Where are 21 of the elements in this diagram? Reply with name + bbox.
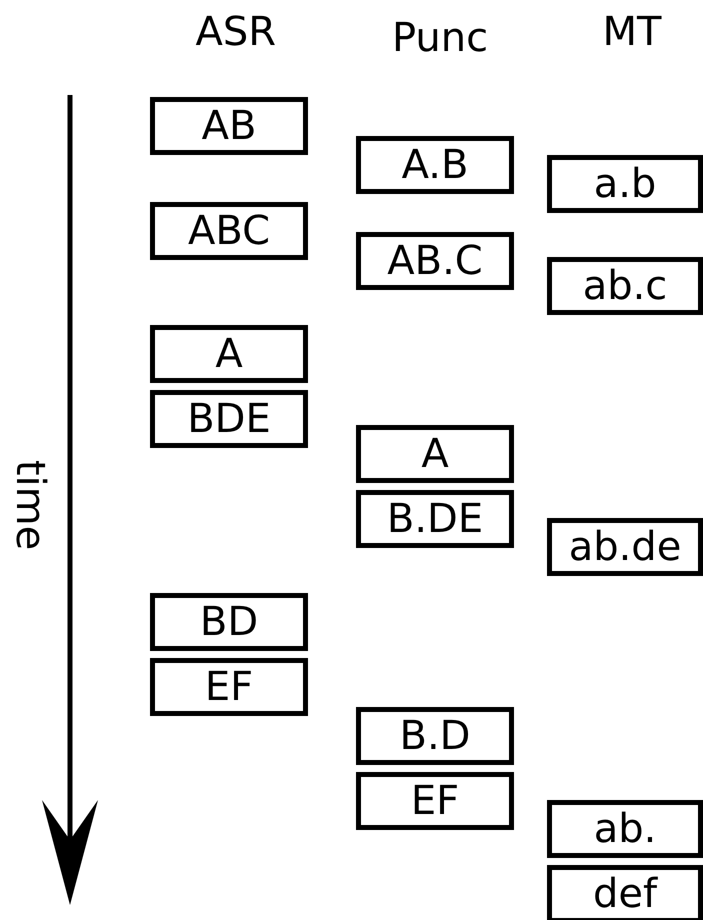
word-box: BD [150, 593, 308, 651]
column-header: ASR [196, 12, 276, 52]
word-box: ABC [150, 202, 308, 260]
word-box: A [356, 425, 514, 483]
word-box: AB.C [356, 232, 514, 290]
word-box: BDE [150, 390, 308, 448]
column-header: Punc [392, 18, 488, 58]
word-box: def [547, 865, 703, 920]
word-box: B.D [356, 707, 514, 765]
word-box: ab.c [547, 257, 703, 315]
word-box: ab.de [547, 518, 703, 576]
column-header: MT [602, 12, 662, 52]
word-box: EF [356, 772, 514, 830]
word-box: A [150, 325, 308, 383]
word-box: AB [150, 97, 308, 155]
axis-label: time [10, 460, 50, 550]
word-box: EF [150, 658, 308, 716]
word-box: a.b [547, 155, 703, 213]
word-box: B.DE [356, 490, 514, 548]
word-box: ab. [547, 800, 703, 858]
word-box: A.B [356, 136, 514, 194]
